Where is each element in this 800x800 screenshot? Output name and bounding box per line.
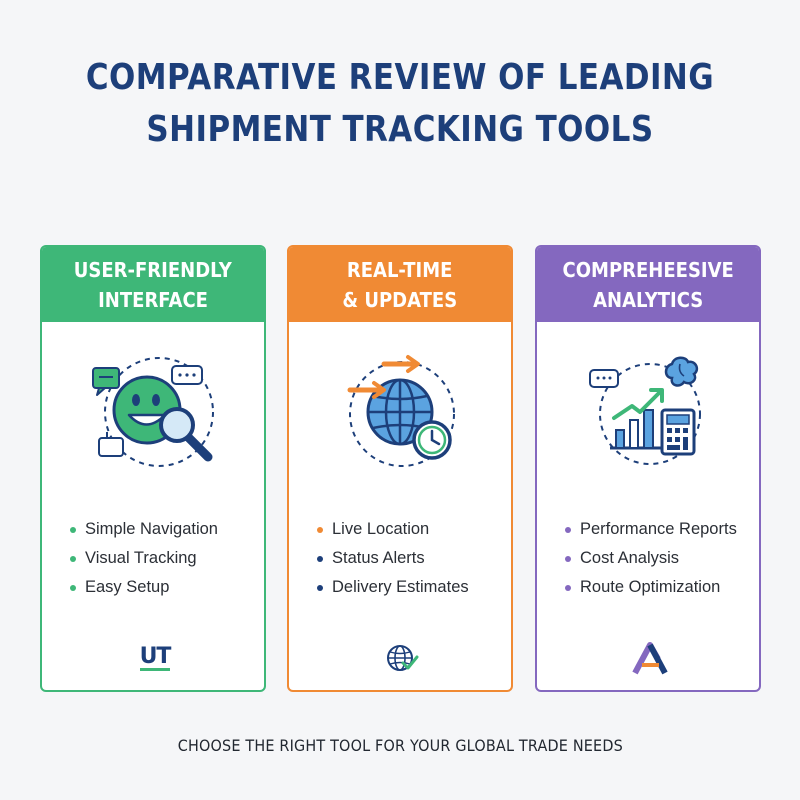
page-title-line-2: SHIPMENT TRACKING TOOLS: [146, 109, 654, 150]
card-real-time: REAL-TIME & UPDATES Live Location Status…: [287, 245, 513, 692]
feature-text: Visual Tracking: [85, 549, 197, 567]
page-title-line-1: COMPARATIVE REVIEW OF LEADING: [85, 57, 715, 98]
list-item: Performance Reports: [565, 515, 737, 544]
feature-text: Delivery Estimates: [332, 578, 469, 596]
feature-list: Performance Reports Cost Analysis Route …: [565, 515, 737, 602]
triangle-a-logo-icon: [632, 642, 668, 675]
footer-tagline: CHOOSE THE RIGHT TOOL FOR YOUR GLOBAL TR…: [0, 736, 800, 755]
globe-check-icon: [387, 645, 419, 671]
bullet-dot: [70, 526, 76, 533]
feature-list: Live Location Status Alerts Delivery Est…: [317, 515, 469, 602]
card-header: COMPREHEESIVE ANALYTICS: [537, 247, 759, 322]
card-heading-line-1: USER-FRIENDLY: [73, 257, 233, 282]
list-item: Status Alerts: [317, 544, 469, 573]
bullet-dot: [317, 555, 323, 562]
feature-text: Performance Reports: [580, 520, 737, 538]
ut-logo: UT: [130, 641, 180, 675]
list-item: Delivery Estimates: [317, 573, 469, 602]
list-item: Easy Setup: [70, 573, 218, 602]
card-analytics: COMPREHEESIVE ANALYTICS Performance Repo…: [535, 245, 761, 692]
list-item: Live Location: [317, 515, 469, 544]
list-item: Visual Tracking: [70, 544, 218, 573]
feature-text: Route Optimization: [580, 578, 721, 596]
feature-text: Easy Setup: [85, 578, 170, 596]
feature-text: Cost Analysis: [580, 549, 680, 567]
globe-clock-icon: [347, 355, 455, 467]
smiley-magnifier-icon: [92, 357, 214, 467]
card-user-friendly: USER-FRIENDLY INTERFACE Simple Navigatio…: [40, 245, 266, 692]
feature-text: Live Location: [332, 520, 430, 538]
bullet-dot: [565, 584, 571, 591]
card-heading-line-2: & UPDATES: [342, 287, 458, 312]
bullet-dot: [70, 584, 76, 591]
feature-text: Status Alerts: [332, 549, 425, 567]
card-header: REAL-TIME & UPDATES: [289, 247, 511, 322]
card-heading-line-2: INTERFACE: [98, 287, 208, 312]
chart-brain-calculator-icon: [589, 356, 701, 465]
bullet-dot: [317, 526, 323, 533]
card-heading-line-1: COMPREHEESIVE: [562, 257, 734, 282]
page-title: COMPARATIVE REVIEW OF LEADING SHIPMENT T…: [56, 52, 744, 156]
feature-text: Simple Navigation: [85, 520, 218, 538]
bullet-dot: [317, 584, 323, 591]
feature-list: Simple Navigation Visual Tracking Easy S…: [70, 515, 218, 602]
list-item: Route Optimization: [565, 573, 737, 602]
card-header: USER-FRIENDLY INTERFACE: [42, 247, 264, 322]
list-item: Simple Navigation: [70, 515, 218, 544]
card-heading-line-2: ANALYTICS: [592, 287, 704, 312]
card-heading-line-1: REAL-TIME: [347, 257, 453, 282]
bullet-dot: [70, 555, 76, 562]
footer-text: CHOOSE THE RIGHT TOOL FOR YOUR GLOBAL TR…: [177, 736, 623, 755]
logo-text: UT: [139, 643, 171, 671]
list-item: Cost Analysis: [565, 544, 737, 573]
bullet-dot: [565, 555, 571, 562]
bullet-dot: [565, 526, 571, 533]
